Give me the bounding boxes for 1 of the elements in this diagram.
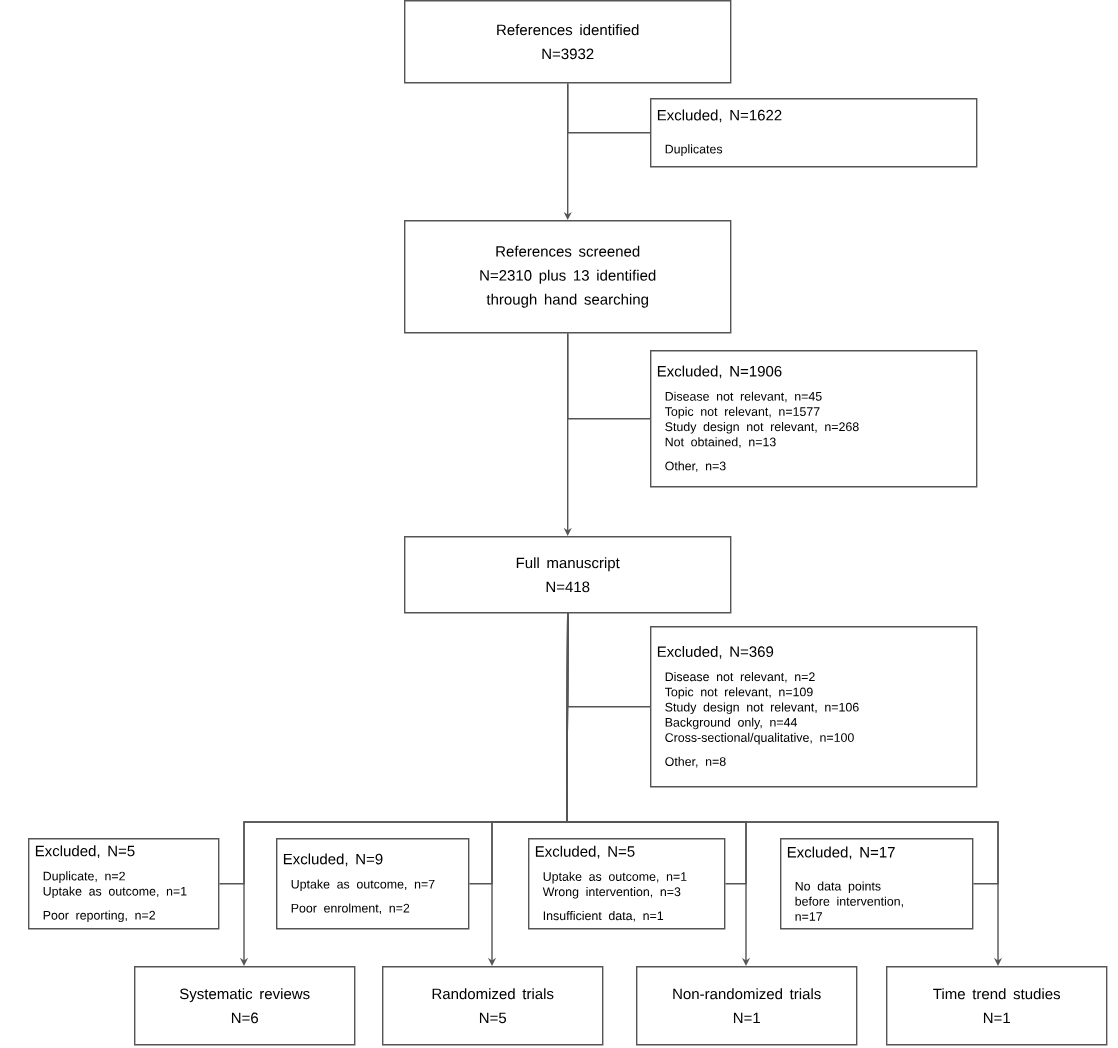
connector bbox=[566, 612, 1003, 966]
